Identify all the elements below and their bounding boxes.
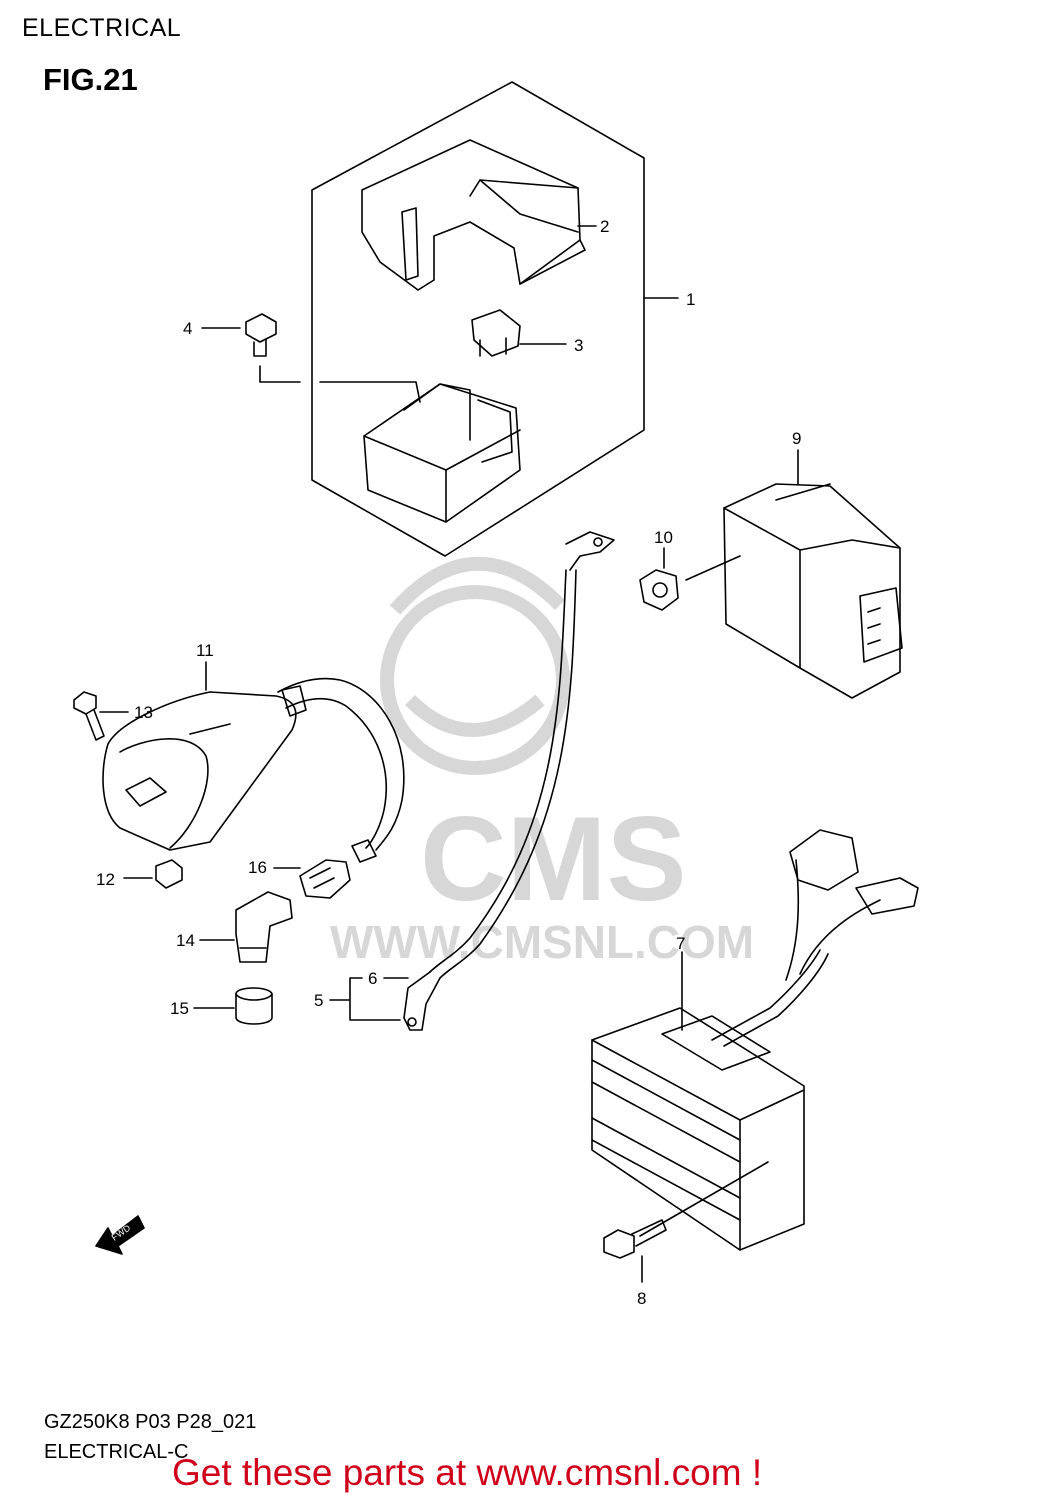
watermark-url-text: WWW.CMSNL.COM [330,916,754,968]
leader-line-10b [685,555,741,581]
section-title: ELECTRICAL [22,14,182,42]
diagram-code: GZ250K8 P03 P28_021 [44,1411,257,1433]
figure-label: FIG.21 [43,62,138,97]
relay-assembly-outline [311,81,645,557]
boot-part [235,891,293,963]
leader-line-4b [259,365,301,383]
callout-12: 12 [96,870,115,889]
fwd-arrow-icon [95,1215,145,1255]
diagram-subtitle: ELECTRICAL-C [44,1441,189,1463]
ground-lead-part [403,531,615,1031]
watermark-mascot-face [380,585,570,775]
plug-cap-part [299,859,351,899]
callout-13: 13 [134,703,153,722]
leader-line-5 [329,977,401,1021]
callout-8: 8 [637,1289,646,1308]
watermark [380,556,570,775]
sleeve-part [235,987,273,1025]
callout-4: 4 [183,319,192,338]
callout-2: 2 [600,217,609,236]
callout-15: 15 [170,999,189,1018]
callout-11: 11 [196,641,214,660]
fuse-part [471,309,521,357]
callout-10: 10 [654,528,673,547]
nut-part [639,569,679,611]
cta-link[interactable]: Get these parts at www.cmsnl.com ! [172,1452,763,1493]
relay-cover-part [361,139,586,291]
callout-3: 3 [574,336,583,355]
cap-part [155,859,183,889]
leader-line-8b [639,1161,769,1237]
callout-14: 14 [176,931,195,950]
callout-6: 6 [368,969,377,988]
starter-relay-part [363,383,521,523]
callout-7: 7 [676,934,685,953]
watermark-logo-text: CMS [420,792,687,926]
callout-5: 5 [314,991,323,1010]
regulator-bolt-part [603,1219,667,1259]
ignition-coil-part [102,677,405,863]
bolt-part [73,691,105,741]
cdi-unit-part [723,483,903,699]
leader-line-relay [319,381,421,403]
regulator-part [591,829,919,1251]
screw-part [245,313,277,357]
callout-1: 1 [686,290,695,309]
callout-16: 16 [248,858,267,877]
callout-9: 9 [792,429,801,448]
